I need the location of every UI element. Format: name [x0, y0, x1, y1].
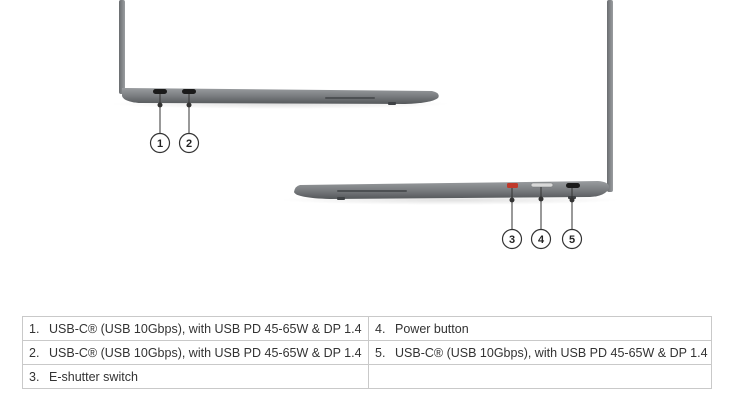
legend-item-1: 1.USB-C® (USB 10Gbps), with USB PD 45-65…: [22, 316, 369, 341]
e-shutter-switch: [507, 183, 518, 188]
right-lid: [607, 0, 613, 192]
svg-text:5: 5: [569, 234, 575, 246]
port-2-slot: [182, 89, 196, 94]
callout-4: 4: [530, 228, 552, 250]
callout-3: 3: [501, 228, 523, 250]
right-base: [294, 181, 610, 199]
right-side-view: 3 4 5: [280, 0, 620, 250]
laptop-side-views: 1 2 3 4 5: [110, 0, 620, 250]
svg-text:2: 2: [186, 138, 192, 150]
svg-text:1: 1: [157, 138, 163, 150]
svg-text:3: 3: [509, 234, 515, 246]
legend-item-2: 2.USB-C® (USB 10Gbps), with USB PD 45-65…: [22, 340, 369, 365]
callout-1: 1: [149, 132, 171, 154]
table-row: 2.USB-C® (USB 10Gbps), with USB PD 45-65…: [22, 340, 712, 365]
legend-item-5: 5.USB-C® (USB 10Gbps), with USB PD 45-65…: [368, 340, 712, 365]
callout-5: 5: [561, 228, 583, 250]
port-5-slot: [566, 183, 580, 188]
port-1-slot: [153, 89, 167, 94]
power-button: [530, 182, 554, 188]
callout-2: 2: [178, 132, 200, 154]
svg-text:4: 4: [538, 234, 545, 246]
table-row: 1.USB-C® (USB 10Gbps), with USB PD 45-65…: [22, 316, 712, 341]
left-side-view: 1 2: [110, 0, 450, 154]
legend-empty-cell: [368, 364, 712, 389]
table-row: 3.E-shutter switch: [22, 364, 712, 389]
ports-legend-table: 1.USB-C® (USB 10Gbps), with USB PD 45-65…: [22, 316, 712, 389]
legend-item-3: 3.E-shutter switch: [22, 364, 369, 389]
left-lid: [119, 0, 125, 94]
legend-item-4: 4.Power button: [368, 316, 712, 341]
left-base: [122, 88, 439, 104]
